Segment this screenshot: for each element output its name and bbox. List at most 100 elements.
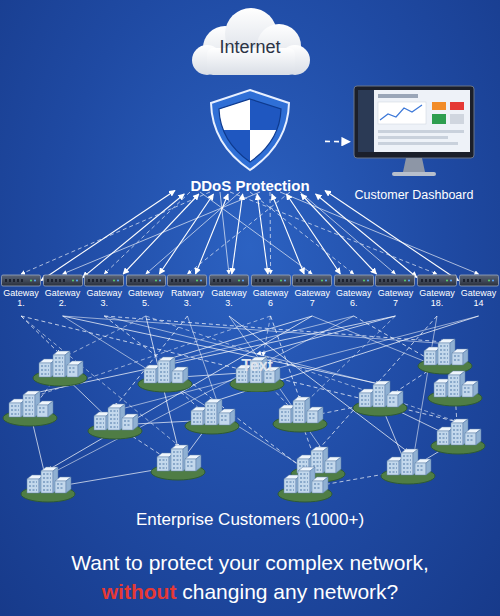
shape-part [467,436,474,437]
shape-part [453,430,461,431]
shape-part [426,354,434,355]
shape-part [300,192,395,274]
shape-part [304,279,306,282]
shape-part [121,316,479,409]
shape-part [39,363,51,377]
shape-part [296,279,298,282]
gateway-server-outline [209,274,249,287]
caption-text: Want to protect your complex network, [71,551,429,574]
shape-part [124,421,131,422]
shape-part [41,471,53,493]
caption-line: Want to protect your complex network, [0,548,500,577]
shape-part [113,280,115,282]
shape-part [327,468,334,469]
shape-part [43,275,82,286]
shape-part [389,402,396,403]
footer-label: Enterprise Customers (1000+) [136,510,364,529]
shape-part [280,192,479,274]
shape-part [367,280,369,282]
connector-arrow [123,194,199,274]
shape-part [387,461,399,475]
shape-part [108,408,120,430]
shape-part [439,434,447,435]
shape-part [281,420,289,421]
shape-part [43,486,51,487]
shape-part [403,158,425,172]
shape-part [450,114,464,124]
shape-part [215,130,250,166]
node-label: Gateway 7 [375,288,415,308]
shape-part [424,351,436,365]
shape-part [104,279,106,282]
shape-part [325,461,336,473]
shape-part [211,90,289,170]
shape-part [29,486,37,487]
node-label: Gateway 3. [209,288,249,308]
shape-part [426,362,434,363]
shape-part [479,279,481,282]
shape-part [37,405,48,417]
caption-text: changing any network? [182,580,398,603]
shape-part [389,472,397,473]
shape-part [17,279,19,282]
shape-part [96,419,104,420]
shape-part [459,275,498,286]
dashboard-monitor: Customer Dashboard [350,84,478,202]
shape-part [266,378,273,379]
node-label: Gateway 2. [43,288,83,308]
gateway-server-outline [417,274,457,287]
connector-arrow [196,194,229,274]
node-label: Gateway 6. [334,288,374,308]
shape-part [263,279,265,282]
shape-part [96,427,104,428]
shape-part [375,400,383,401]
shape-part [467,440,474,441]
gateway-server: Gateway 5. [126,274,166,314]
shape-part [55,279,57,282]
shape-part [358,90,470,152]
shape-part [281,416,289,417]
shape-part [76,280,78,282]
shape-part [300,490,308,491]
shape-part [187,316,218,404]
gateway-server-outline [84,274,124,287]
shape-part [55,358,63,359]
shape-part [286,490,294,491]
shape-part [439,442,447,443]
shape-part [358,90,374,152]
shape-part [438,343,450,365]
shape-part [193,422,201,423]
shape-part [183,367,188,383]
shape-part [57,488,64,489]
shape-part [173,468,181,469]
shield-node-outline [175,86,325,172]
gateway-server: Gateway 7 [292,274,332,314]
shape-part [174,374,181,375]
shape-part [389,464,397,465]
shape-part [389,468,397,469]
node-label: DDoS Protection [175,177,325,194]
shape-part [359,393,371,407]
shape-part [389,398,396,399]
shape-part [284,280,286,282]
shape-part [298,471,310,493]
shape-part [354,86,474,158]
shape-part [187,466,194,467]
shape-part [417,466,424,467]
shape-part [13,279,15,282]
shape-part [391,279,393,282]
shape-part [29,482,37,483]
node-label: Text [222,357,292,375]
shape-part [325,280,327,282]
shape-part [446,280,448,282]
shape-part [378,102,426,124]
shape-part [168,275,207,286]
shape-part [361,400,369,401]
shape-part [398,391,403,407]
shape-part [48,401,53,417]
shape-part [425,279,427,282]
shape-part [403,460,411,461]
shape-part [300,478,308,479]
shape-part [187,462,194,463]
shape-part [417,470,424,471]
